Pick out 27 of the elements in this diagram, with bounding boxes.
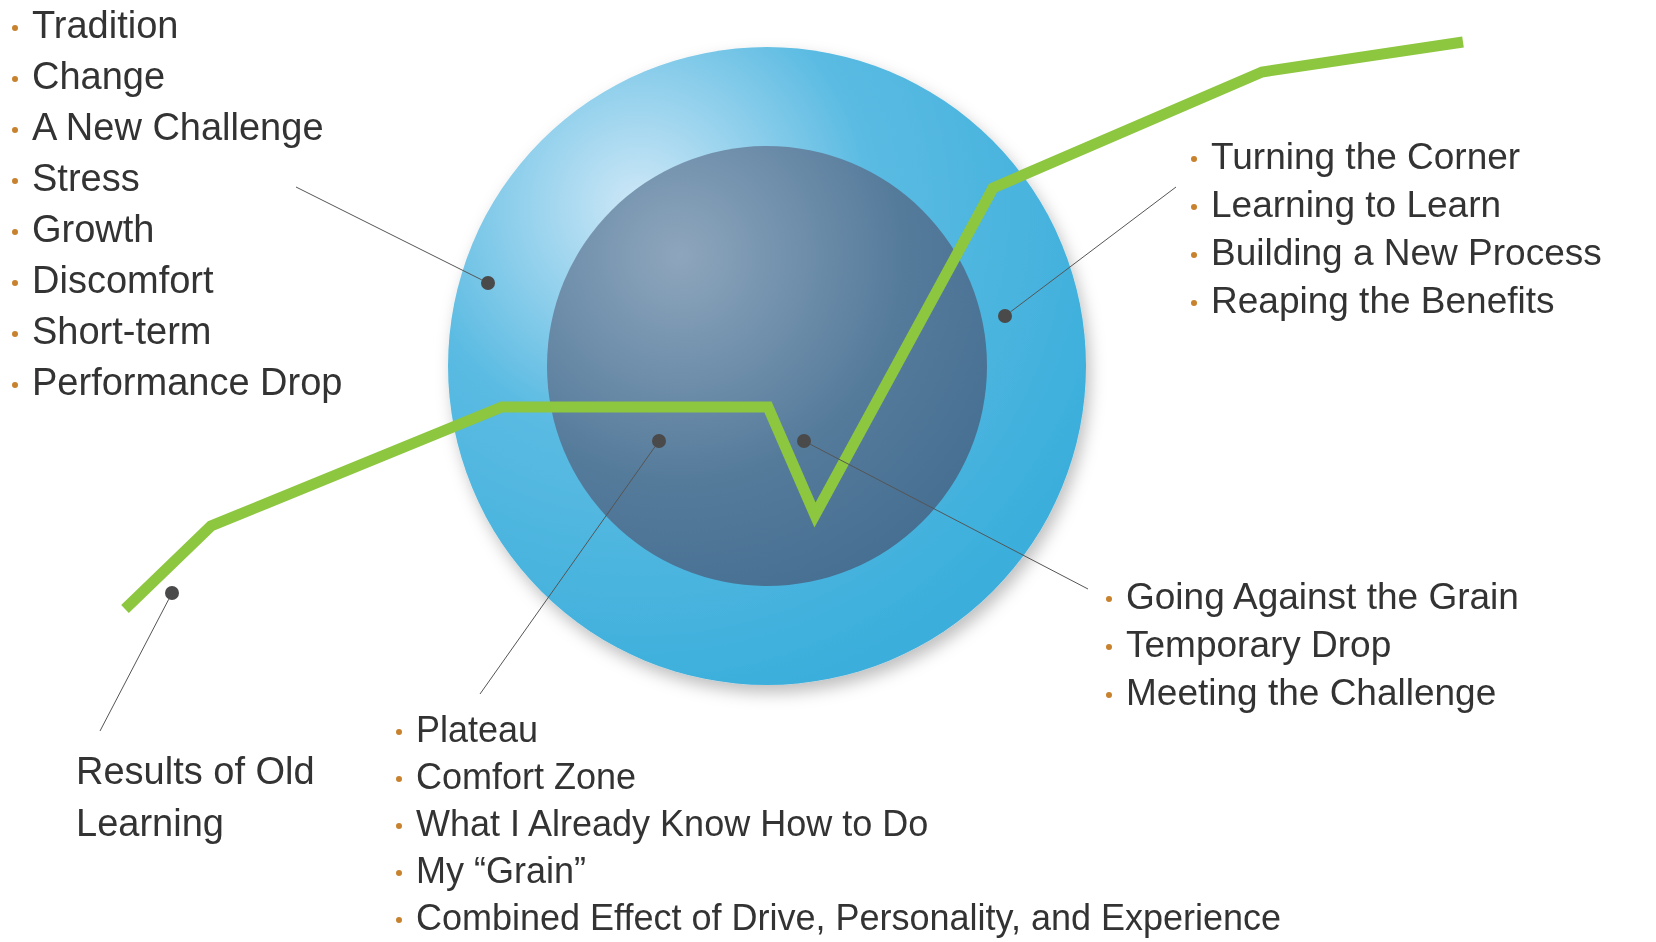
bullet-item: Going Against the Grain bbox=[1106, 573, 1519, 621]
bullet-item: Stress bbox=[12, 153, 140, 204]
bullet-item: Growth bbox=[12, 204, 155, 255]
leader-dot bbox=[165, 586, 179, 600]
bullet-item: Turning the Corner bbox=[1191, 133, 1521, 181]
bullet-item: Reaping the Benefits bbox=[1191, 277, 1555, 325]
bullet-item: What I Already Know How to Do bbox=[396, 800, 929, 847]
bullet-item: My “Grain” bbox=[396, 847, 586, 894]
bullet-item: Discomfort bbox=[12, 255, 214, 306]
bullet-item: Learning to Learn bbox=[1191, 181, 1502, 229]
leader-line bbox=[295, 186, 483, 281]
bullet-item: Comfort Zone bbox=[396, 753, 637, 800]
leader-line bbox=[479, 446, 656, 695]
leader-line bbox=[1010, 186, 1177, 313]
bullet-item: Building a New Process bbox=[1191, 229, 1602, 277]
bullet-item: Tradition bbox=[12, 0, 179, 51]
bullet-item: Temporary Drop bbox=[1106, 621, 1392, 669]
bullet-item: Meeting the Challenge bbox=[1106, 669, 1497, 717]
bullet-item: Performance Drop bbox=[12, 357, 343, 408]
bullet-item: Change bbox=[12, 51, 166, 102]
leader-line bbox=[809, 443, 1089, 590]
bullet-item: A New Challenge bbox=[12, 102, 324, 153]
bullet-item: Short-term bbox=[12, 306, 212, 357]
leader-line bbox=[99, 598, 170, 732]
caption-text: Results of Old Learning bbox=[76, 749, 316, 846]
bullet-item: Combined Effect of Drive, Personality, and Experience bbox=[396, 894, 1282, 941]
bullet-item: Plateau bbox=[396, 706, 539, 753]
